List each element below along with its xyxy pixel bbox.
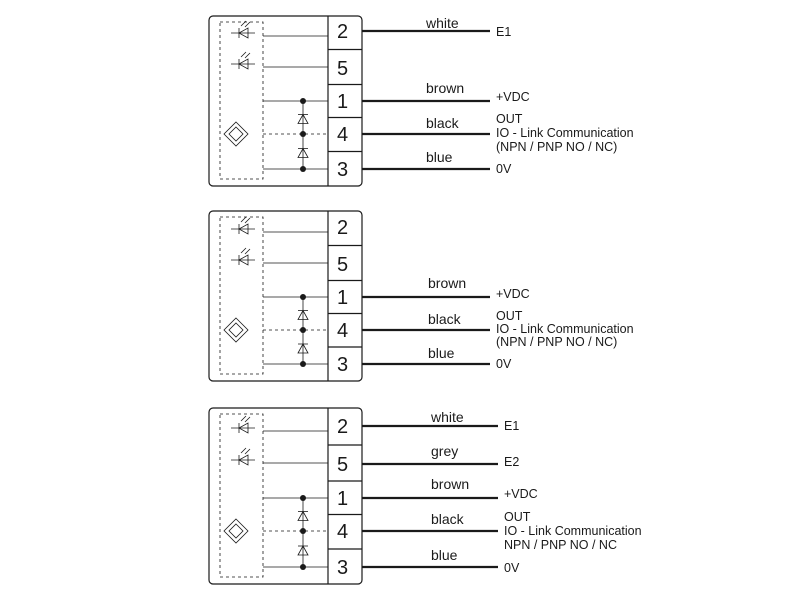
led-arrow	[240, 216, 247, 223]
pin-number: 2	[337, 21, 348, 43]
sensor-diamond-icon	[223, 121, 249, 147]
junction-dot	[300, 294, 306, 300]
diode-triangle-icon	[297, 113, 309, 124]
signal-label: OUT	[496, 112, 523, 126]
diode-triangle-icon	[297, 510, 309, 521]
junction-dot	[300, 166, 306, 172]
wire-color-label: black	[428, 311, 462, 327]
circuit-boundary	[219, 413, 264, 578]
signal-label: E2	[504, 455, 519, 469]
pin-number: 3	[337, 159, 348, 181]
signal-label: E1	[504, 419, 519, 433]
led-arrow	[240, 447, 247, 454]
diode-triangle-icon	[297, 309, 309, 320]
signal-label: 0V	[496, 162, 512, 176]
diode-triangle-icon	[297, 545, 309, 556]
pin-number: 5	[337, 58, 348, 80]
diode-triangle-icon	[297, 147, 309, 158]
pin-number: 4	[337, 124, 348, 146]
wire-color-label: black	[426, 115, 460, 131]
signal-label: +VDC	[496, 287, 530, 301]
wire-color-label: blue	[426, 149, 453, 165]
led-triangle-icon	[238, 223, 249, 235]
wire-color-label: brown	[431, 476, 469, 492]
junction-dot	[300, 495, 306, 501]
led-arrow	[244, 248, 251, 255]
junction-dot	[300, 564, 306, 570]
signal-label: IO - Link Communication	[504, 524, 642, 538]
led-triangle-icon	[238, 254, 249, 266]
pin-number: 4	[337, 521, 348, 543]
pin-number: 1	[337, 91, 348, 113]
pin-number: 1	[337, 287, 348, 309]
led-arrow	[244, 416, 251, 423]
sensor-housing	[208, 407, 363, 585]
sensor-diamond-inner	[228, 523, 244, 539]
wire-color-label: white	[425, 15, 459, 31]
signal-label: OUT	[504, 510, 531, 524]
wire-color-label: grey	[431, 443, 458, 459]
signal-label: NPN / PNP NO / NC	[504, 538, 617, 552]
wire-color-label: brown	[426, 80, 464, 96]
pin-number: 4	[337, 320, 348, 342]
signal-label: E1	[496, 25, 511, 39]
pin-number: 2	[337, 217, 348, 239]
sensor-diamond-inner	[228, 322, 244, 338]
diode-triangle-icon	[297, 343, 309, 354]
led-arrow	[240, 247, 247, 254]
junction-dot	[300, 98, 306, 104]
sensor-diamond-inner	[228, 126, 244, 142]
pin-number: 5	[337, 254, 348, 276]
wire-color-label: brown	[428, 275, 466, 291]
led-triangle-icon	[238, 422, 249, 434]
led-arrow	[240, 51, 247, 58]
led-arrow	[244, 217, 251, 224]
signal-label: +VDC	[496, 90, 530, 104]
wire-color-label: white	[430, 409, 464, 425]
pin-number: 1	[337, 488, 348, 510]
signal-label: IO - Link Communication	[496, 322, 634, 336]
led-arrow	[244, 448, 251, 455]
led-arrow	[240, 415, 247, 422]
led-arrow	[240, 20, 247, 27]
pin-number: 3	[337, 354, 348, 376]
wire-color-label: blue	[431, 547, 458, 563]
signal-label: (NPN / PNP NO / NC)	[496, 335, 617, 349]
wire-color-label: black	[431, 511, 465, 527]
pin-number: 3	[337, 557, 348, 579]
junction-dot	[300, 528, 306, 534]
led-triangle-icon	[238, 454, 249, 466]
wire-color-label: blue	[428, 345, 455, 361]
sensor-diamond-icon	[223, 317, 249, 343]
circuit-boundary	[219, 21, 264, 180]
signal-label: 0V	[496, 357, 512, 371]
circuit-boundary	[219, 216, 264, 375]
led-triangle-icon	[238, 27, 249, 39]
signal-label: OUT	[496, 309, 523, 323]
junction-dot	[300, 361, 306, 367]
junction-dot	[300, 327, 306, 333]
led-arrow	[244, 52, 251, 59]
pin-number: 5	[337, 454, 348, 476]
sensor-diamond-icon	[223, 518, 249, 544]
led-arrow	[244, 21, 251, 28]
signal-label: IO - Link Communication	[496, 126, 634, 140]
pin-number: 2	[337, 416, 348, 438]
signal-label: 0V	[504, 561, 520, 575]
junction-dot	[300, 131, 306, 137]
signal-label: (NPN / PNP NO / NC)	[496, 140, 617, 154]
led-triangle-icon	[238, 58, 249, 70]
signal-label: +VDC	[504, 487, 538, 501]
